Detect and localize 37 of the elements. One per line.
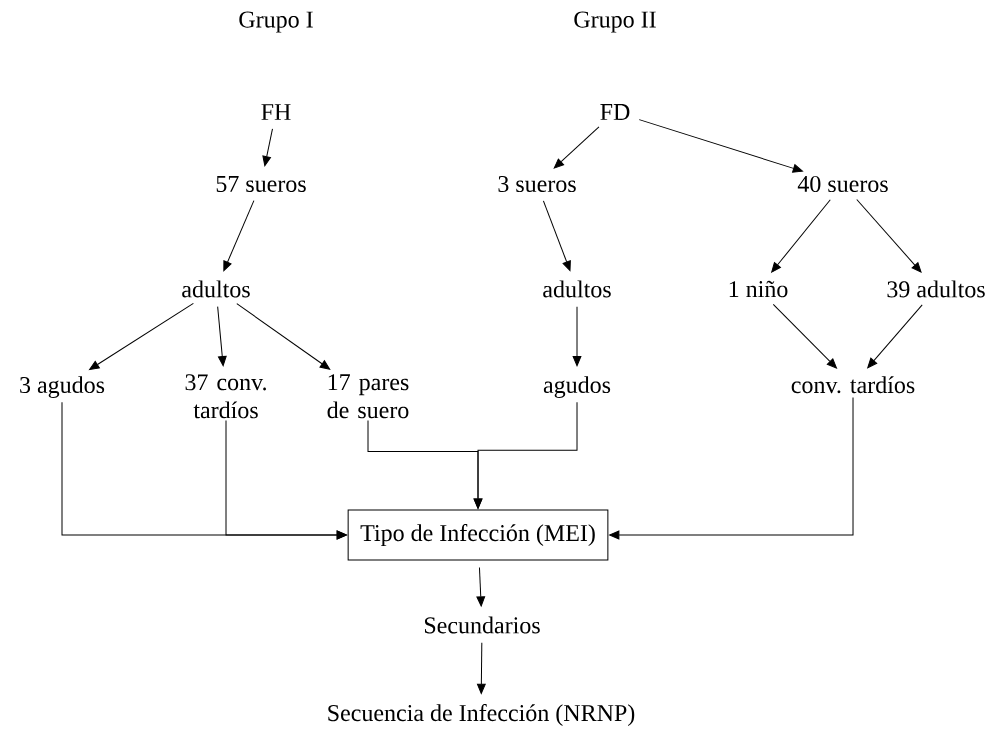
process-box: Tipo de Infección (MEI) [347, 509, 609, 561]
group-heading: Grupo I [239, 11, 313, 33]
arrow [476, 642, 486, 694]
node-text: 40 sueros [797, 175, 888, 193]
arrow [476, 567, 486, 607]
node-text: 17 pares de suero [327, 374, 409, 419]
arrow [236, 303, 331, 370]
node-text: 1 niño [729, 280, 788, 298]
node-text: adultos [543, 280, 611, 298]
group-heading: Grupo II [574, 11, 656, 33]
arrow [223, 200, 255, 272]
node-text: Secundarios [424, 616, 540, 634]
arrow [771, 199, 831, 273]
arrow [867, 304, 923, 369]
arrow [638, 119, 803, 173]
arrow [609, 396, 854, 540]
node-text: 3 sueros [498, 175, 576, 193]
arrow [542, 200, 571, 272]
arrow [553, 126, 600, 169]
arrow [473, 401, 578, 509]
node-text: adultos [182, 280, 250, 298]
node-text: conv. tardíos [791, 376, 915, 394]
node-text: 3 agudos [20, 376, 105, 399]
arrow [225, 420, 347, 540]
node-text: FD [600, 104, 630, 120]
node-text: 57 sueros [216, 176, 306, 192]
arrow [217, 306, 227, 367]
node-text: Secuencia de Infección (NRNP) [328, 704, 635, 726]
node-text: 37 conv. tardíos [185, 374, 266, 419]
arrow [772, 303, 838, 369]
arrow [572, 306, 582, 367]
node-text: 39 adultos [887, 280, 985, 298]
arrow [856, 199, 922, 273]
arrow [262, 128, 273, 167]
node-text: FH [261, 104, 291, 120]
arrow [89, 302, 194, 371]
node-text: agudos [543, 376, 611, 399]
